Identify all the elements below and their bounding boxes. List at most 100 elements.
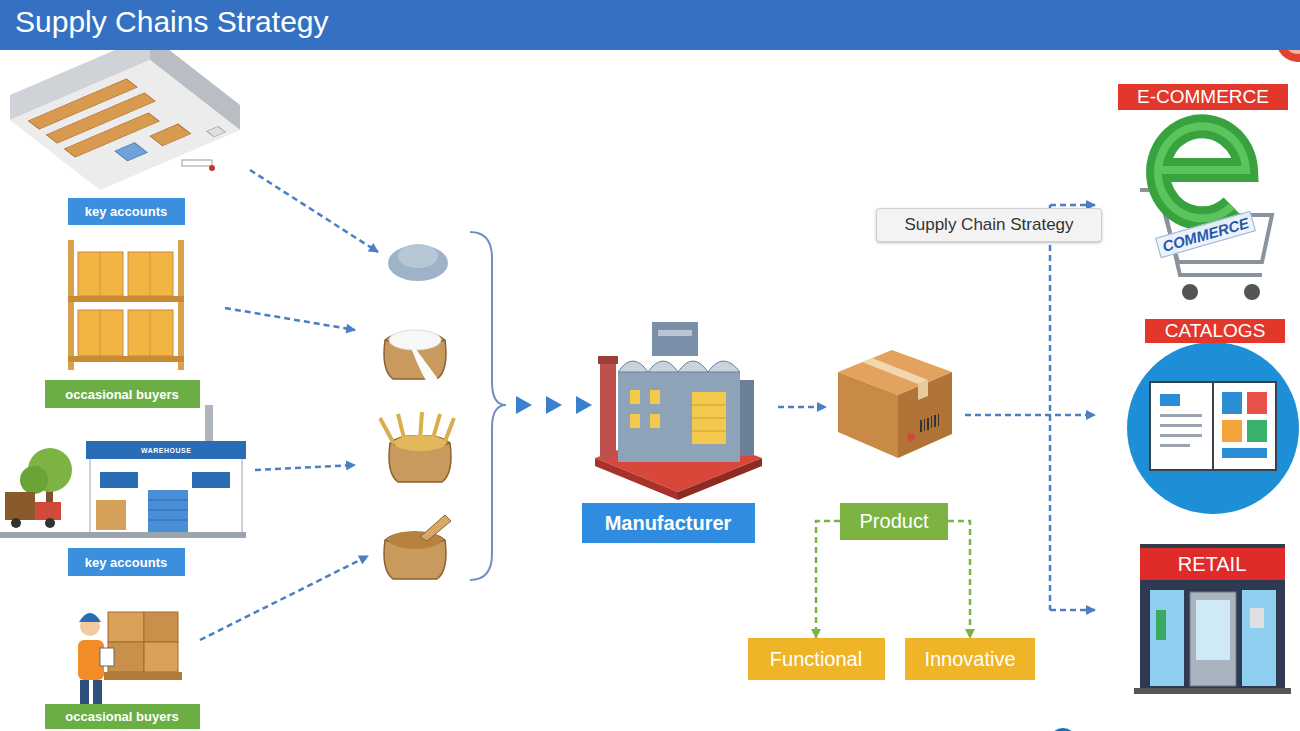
flow-arrows-part	[546, 396, 562, 414]
node-text: key accounts	[85, 204, 167, 219]
node-text: key accounts	[85, 555, 167, 570]
catalog-icon-part	[1222, 448, 1267, 458]
warehouse-building-part	[0, 532, 246, 538]
pallet-rack-part	[178, 240, 184, 370]
product-box-part	[838, 372, 898, 458]
retail-store-part	[1156, 610, 1166, 640]
warehouse-building-part	[35, 502, 61, 520]
customer-tag: occasional buyers	[45, 704, 200, 729]
retail-store-part	[1242, 590, 1276, 686]
corner-emblem	[1049, 18, 1300, 731]
title-bar: Supply Chains Strategy	[0, 0, 1300, 50]
node-text: Product	[860, 510, 929, 533]
ecommerce-icon-part	[1182, 284, 1198, 300]
pallet-rack-part	[78, 252, 123, 296]
factory-icon-part	[650, 414, 660, 428]
factory-icon-part	[658, 330, 692, 336]
pallet-rack-part	[150, 252, 151, 296]
warehouse-building-part	[96, 500, 126, 530]
raw-material-sack-part	[380, 412, 454, 482]
dashed-arrow	[816, 521, 840, 638]
factory-icon-part	[692, 392, 726, 444]
warehouse-building-part	[148, 510, 188, 511]
flow-arrows	[516, 396, 592, 414]
distribution-arrow-part	[1049, 205, 1052, 610]
raw-material-sack-part-part	[420, 515, 451, 541]
factory-icon-part	[618, 361, 740, 372]
product-box-part	[920, 414, 939, 432]
factory-icon-part	[678, 458, 762, 500]
distribution-arrow-part	[965, 414, 1095, 417]
warehouse-building-part	[192, 472, 230, 488]
warehouse-interior-part	[209, 165, 215, 171]
retail-store-part	[1150, 590, 1184, 686]
product-box	[838, 350, 952, 458]
worker-with-boxes-part	[108, 612, 144, 642]
catalog-icon-part	[1127, 342, 1299, 514]
warehouse-building-part	[86, 441, 246, 459]
worker-with-boxes-part	[144, 642, 178, 672]
factory-icon-part	[598, 356, 618, 364]
product-box-part-part	[931, 416, 932, 428]
retail-store-part	[1134, 688, 1291, 694]
dashed-arrow	[948, 521, 970, 638]
pallet-rack-part	[68, 356, 184, 362]
channel-tag: CATALOGS	[1145, 319, 1285, 343]
catalog-icon-part	[1213, 382, 1276, 470]
pallet-rack-part	[68, 240, 74, 370]
ecommerce-icon	[1140, 126, 1272, 300]
factory-icon	[595, 322, 762, 500]
channel-sign: RETAIL	[1140, 544, 1285, 580]
distribution-arrow-part	[1050, 204, 1095, 207]
supply-arrow-part	[225, 308, 355, 330]
customer-tag: key accounts	[68, 548, 185, 576]
node-text: Functional	[770, 648, 862, 671]
warehouse-interior-part	[10, 60, 240, 190]
product-box-part	[907, 433, 915, 441]
product-box-part-part	[920, 420, 922, 432]
flow-arrows-part	[516, 396, 532, 414]
worker-with-boxes-part	[79, 613, 101, 622]
factory-icon-part	[692, 418, 726, 419]
retail-store-part	[1250, 608, 1264, 628]
worker-with-boxes-part	[104, 672, 182, 680]
retail-store-part	[1196, 600, 1230, 660]
warehouse-building-part	[5, 492, 35, 520]
catalog-icon-part	[1160, 414, 1202, 417]
catalog-icon-part	[1222, 392, 1242, 414]
pallet-rack	[68, 240, 184, 370]
raw-material-sack-part-part	[389, 330, 441, 350]
warehouse-interior	[10, 35, 240, 190]
catalog-icon-part	[1222, 420, 1242, 442]
worker-with-boxes-part	[80, 680, 89, 704]
product-box: Product	[840, 503, 948, 540]
node-text: Manufacturer	[605, 512, 732, 535]
manufacturer-tag: Manufacturer	[582, 503, 755, 543]
tooltip-box: Supply Chain Strategy	[876, 208, 1102, 242]
customer-tag: occasional buyers	[45, 380, 200, 408]
warehouse-building-part	[205, 405, 213, 445]
supply-arrow-part	[200, 556, 368, 640]
raw-material-sack-part	[384, 330, 446, 385]
factory-icon-part	[630, 414, 640, 428]
flow-arrow	[778, 406, 826, 409]
pallet-rack-part	[100, 252, 101, 296]
node-text: E-COMMERCE	[1137, 86, 1269, 108]
warehouse-interior-part-part	[10, 60, 240, 190]
warehouse-building-part	[148, 520, 188, 521]
pallet-rack-part	[128, 252, 173, 296]
warehouse-interior-part-part	[207, 126, 225, 136]
warehouse-interior-part-part	[150, 124, 191, 146]
node-text: occasional buyers	[65, 709, 178, 724]
raw-material-sack-part-part	[389, 436, 451, 482]
catalog-icon-part	[1247, 420, 1267, 442]
grouping-bracket	[470, 232, 506, 580]
warehouse-interior-part	[182, 160, 212, 166]
raw-material-sack	[380, 244, 454, 579]
product-box-part	[862, 358, 928, 384]
node-text: Innovative	[924, 648, 1015, 671]
product-type-box: Functional	[748, 638, 885, 680]
worker-with-boxes-part	[144, 612, 178, 642]
catalog-icon-part	[1247, 392, 1267, 414]
